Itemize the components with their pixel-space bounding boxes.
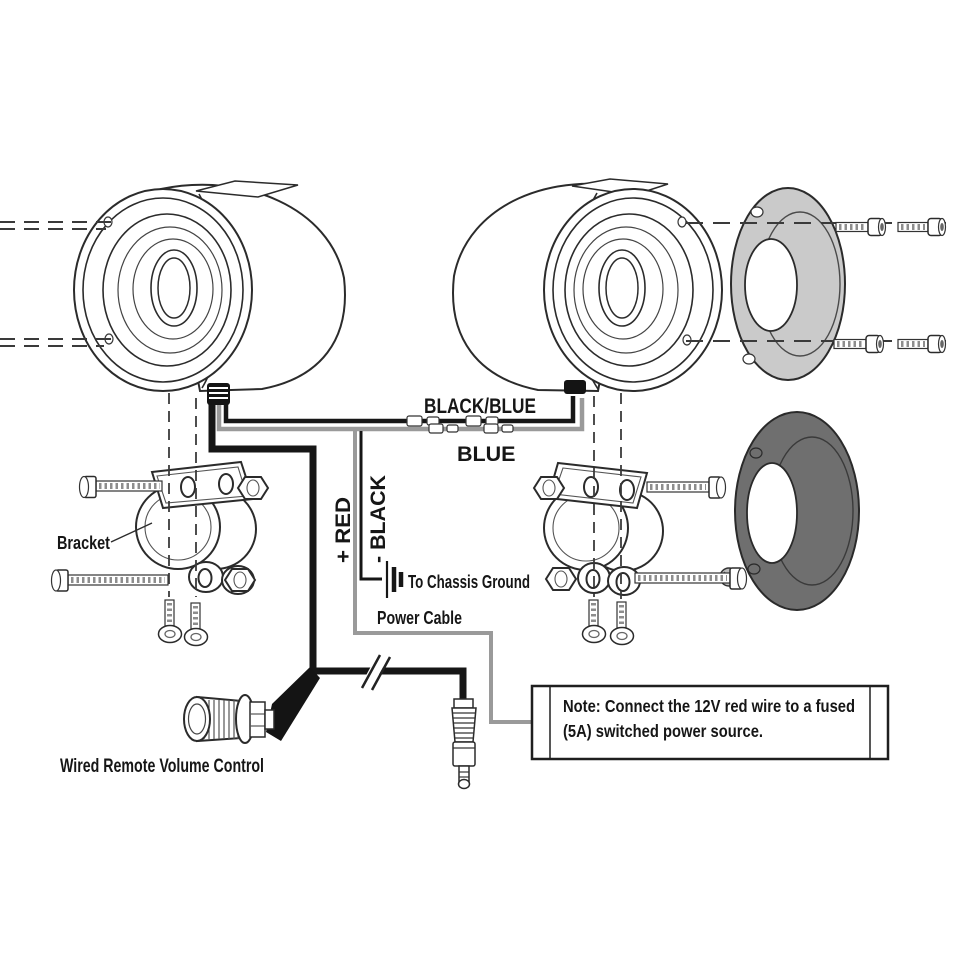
knob-face <box>183 696 211 742</box>
bracket-leader-line <box>110 522 153 543</box>
left-stud-ribs <box>209 387 228 399</box>
grille-light-lug-top <box>750 206 764 218</box>
connector <box>465 415 482 427</box>
plug-tip <box>457 778 471 790</box>
label-red-wire: + RED <box>332 497 355 563</box>
left-speaker-ring-1 <box>82 197 244 383</box>
note-line-2: (5A) switched power source. <box>563 721 763 741</box>
left-bracket-assembly <box>50 460 270 647</box>
machine-screw <box>183 602 209 647</box>
hex-nut <box>223 568 257 592</box>
grille-dark-lug-top <box>749 447 763 459</box>
black-blue-wire <box>223 396 576 424</box>
label-blue-wire: BLUE <box>457 442 516 466</box>
grille-light-lug-bottom <box>742 353 756 365</box>
grille-ring-dark <box>719 411 860 611</box>
grille-cap-screws <box>833 217 947 354</box>
plug-body <box>452 741 476 767</box>
connector <box>406 415 423 427</box>
machine-screw <box>157 599 183 644</box>
bracket-plate <box>150 460 255 510</box>
volume-cable <box>266 667 320 741</box>
hex-bolt <box>634 567 748 590</box>
blue-wire <box>216 398 585 432</box>
hex-bolt <box>50 569 169 592</box>
label-black-wire: - BLACK <box>367 475 390 563</box>
note-box-frame <box>530 684 890 761</box>
wire-connectors <box>406 415 514 434</box>
plate-hole <box>218 473 234 495</box>
audio-plug <box>451 698 477 790</box>
plug-collar <box>453 698 474 709</box>
grille-light-opening <box>744 238 798 332</box>
label-volume-control: Wired Remote Volume Control <box>60 756 264 777</box>
plug-ribs <box>453 712 475 739</box>
hex-nut <box>236 476 270 500</box>
label-bracket: Bracket <box>57 532 110 553</box>
hex-nut <box>544 567 578 591</box>
right-speaker-cone <box>582 238 664 340</box>
left-speaker-ring-2 <box>102 213 232 367</box>
hex-bolt <box>78 475 163 499</box>
knob-nut <box>249 701 266 738</box>
cap-screw <box>835 217 887 237</box>
lobe-hole <box>197 568 213 588</box>
label-power-cable: Power Cable <box>377 607 462 628</box>
grille-dark-lug-bottom <box>747 563 761 575</box>
connector <box>446 424 459 433</box>
hex-nut <box>532 476 566 500</box>
lobe-hole <box>615 572 631 592</box>
left-speaker-mount-tab <box>195 180 299 198</box>
label-chassis-ground: To Chassis Ground <box>408 572 530 592</box>
chassis-ground-icon <box>385 561 404 598</box>
cap-screw <box>897 334 947 354</box>
grille-dark-opening <box>746 462 798 564</box>
wiring <box>207 380 586 724</box>
right-speaker-ring-3 <box>573 226 679 354</box>
right-speaker-stud <box>564 380 586 394</box>
machine-screw <box>581 599 607 644</box>
labels: BLACK/BLUE BLUE + RED - BLACK To Chassis… <box>57 394 536 777</box>
left-speaker-dome-ring <box>150 249 198 327</box>
right-speaker <box>452 178 723 393</box>
connector <box>483 423 499 434</box>
plate-hole <box>619 479 635 501</box>
grille-ring-light <box>730 187 846 381</box>
knob-face-inner <box>187 703 207 735</box>
cap-screw <box>833 334 885 354</box>
right-speaker-dome <box>605 257 639 319</box>
machine-screw <box>609 601 635 646</box>
left-speaker-cone <box>132 238 214 340</box>
plate-hole <box>180 476 196 498</box>
right-speaker-screw-hole-top <box>677 216 687 228</box>
power-cable-wire <box>353 431 531 724</box>
right-speaker-dome-ring <box>598 249 646 327</box>
speaker-cable <box>208 402 467 702</box>
knob-shaft <box>264 709 275 730</box>
lobe-hole <box>585 569 601 589</box>
volume-control <box>183 667 320 744</box>
left-speaker-ring-3 <box>117 226 223 354</box>
right-speaker-ring-2 <box>564 213 694 367</box>
left-speaker-dome <box>157 257 191 319</box>
left-speaker <box>73 180 346 393</box>
note-box: Note: Connect the 12V red wire to a fuse… <box>530 684 890 761</box>
label-black-blue-wire: BLACK/BLUE <box>424 394 536 418</box>
connector <box>501 424 514 433</box>
connector <box>428 423 444 434</box>
right-speaker-ring-1 <box>552 197 714 383</box>
hex-bolt <box>646 476 727 499</box>
cable-break-symbol <box>360 649 392 691</box>
note-line-1: Note: Connect the 12V red wire to a fuse… <box>563 696 855 716</box>
plate-hole <box>583 476 599 498</box>
cap-screw <box>897 217 947 237</box>
right-bracket-assembly <box>532 461 748 646</box>
ground-lead-wire <box>359 431 382 581</box>
